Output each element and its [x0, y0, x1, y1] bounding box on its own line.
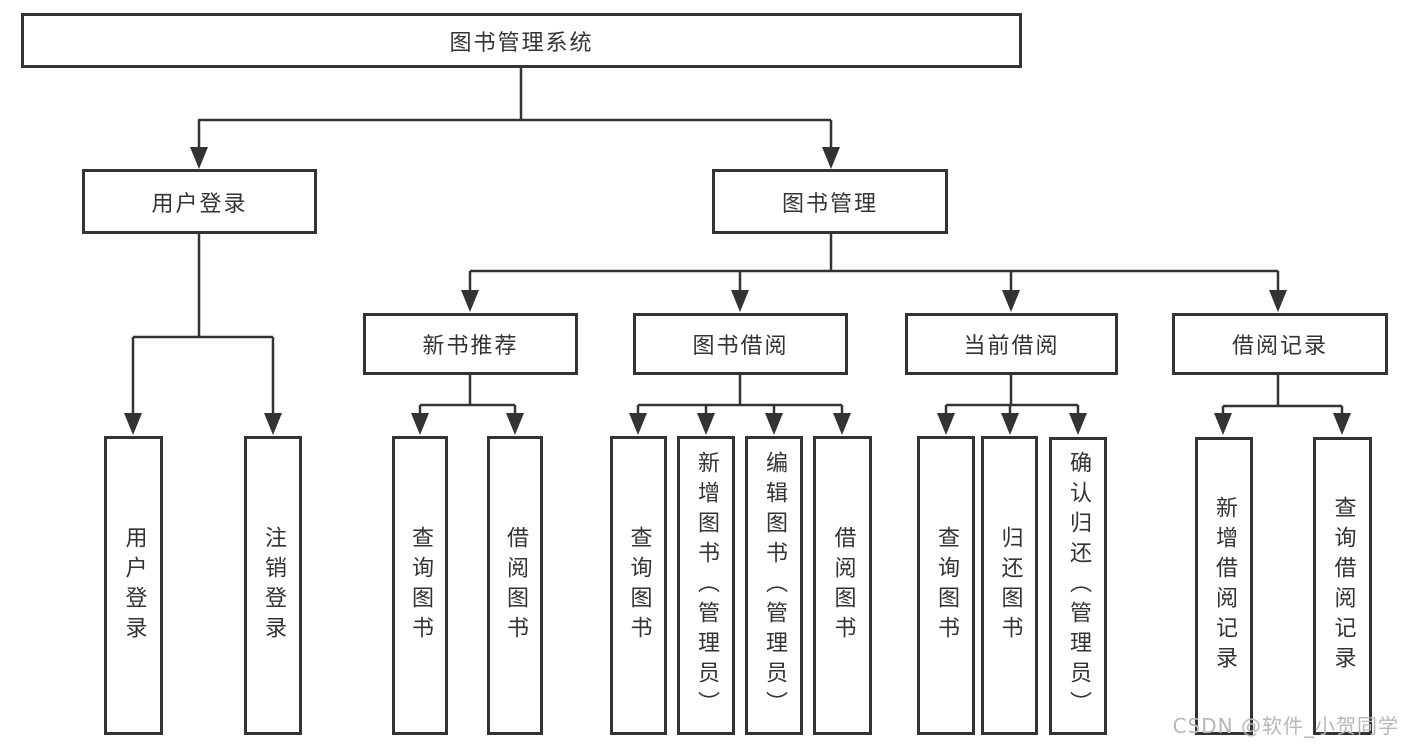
- node-borrow-records: 借阅记录: [1172, 313, 1388, 375]
- leaf-current-return-books: 归还图书: [981, 436, 1038, 735]
- leaf-borrow-edit-books-admin: 编辑图书（管理员）: [745, 436, 803, 735]
- node-book-management: 图书管理: [712, 169, 948, 234]
- node-current-borrow: 当前借阅: [905, 313, 1118, 375]
- leaf-newbook-query-books: 查询图书: [392, 436, 448, 735]
- node-new-book-recommend: 新书推荐: [363, 313, 578, 375]
- node-user-login: 用户登录: [82, 169, 317, 234]
- connector-book-management-children: [461, 233, 1287, 312]
- leaf-record-query-borrow-record: 查询借阅记录: [1313, 437, 1372, 735]
- connector-current-borrow-children: [937, 375, 1087, 435]
- leaf-record-add-borrow-record: 新增借阅记录: [1195, 437, 1253, 735]
- connector-book-borrow-children: [629, 375, 851, 435]
- leaf-newbook-borrow-books: 借阅图书: [487, 436, 543, 735]
- connector-user-login-children: [124, 233, 282, 435]
- node-book-borrow: 图书借阅: [633, 313, 848, 375]
- node-library-management-system: 图书管理系统: [21, 13, 1022, 68]
- leaf-user-login: 用户登录: [104, 436, 163, 735]
- leaf-logout: 注销登录: [244, 436, 302, 735]
- leaf-current-query-books: 查询图书: [917, 436, 975, 735]
- leaf-borrow-query-books: 查询图书: [610, 436, 667, 735]
- connector-new-book-children: [411, 375, 524, 435]
- connector-borrow-records-children: [1214, 375, 1351, 435]
- leaf-borrow-borrow-books: 借阅图书: [813, 436, 872, 735]
- connector-root-to-level2: [190, 68, 840, 169]
- leaf-borrow-add-books-admin: 新增图书（管理员）: [677, 436, 735, 735]
- leaf-current-confirm-return-admin: 确认归还（管理员）: [1049, 437, 1107, 735]
